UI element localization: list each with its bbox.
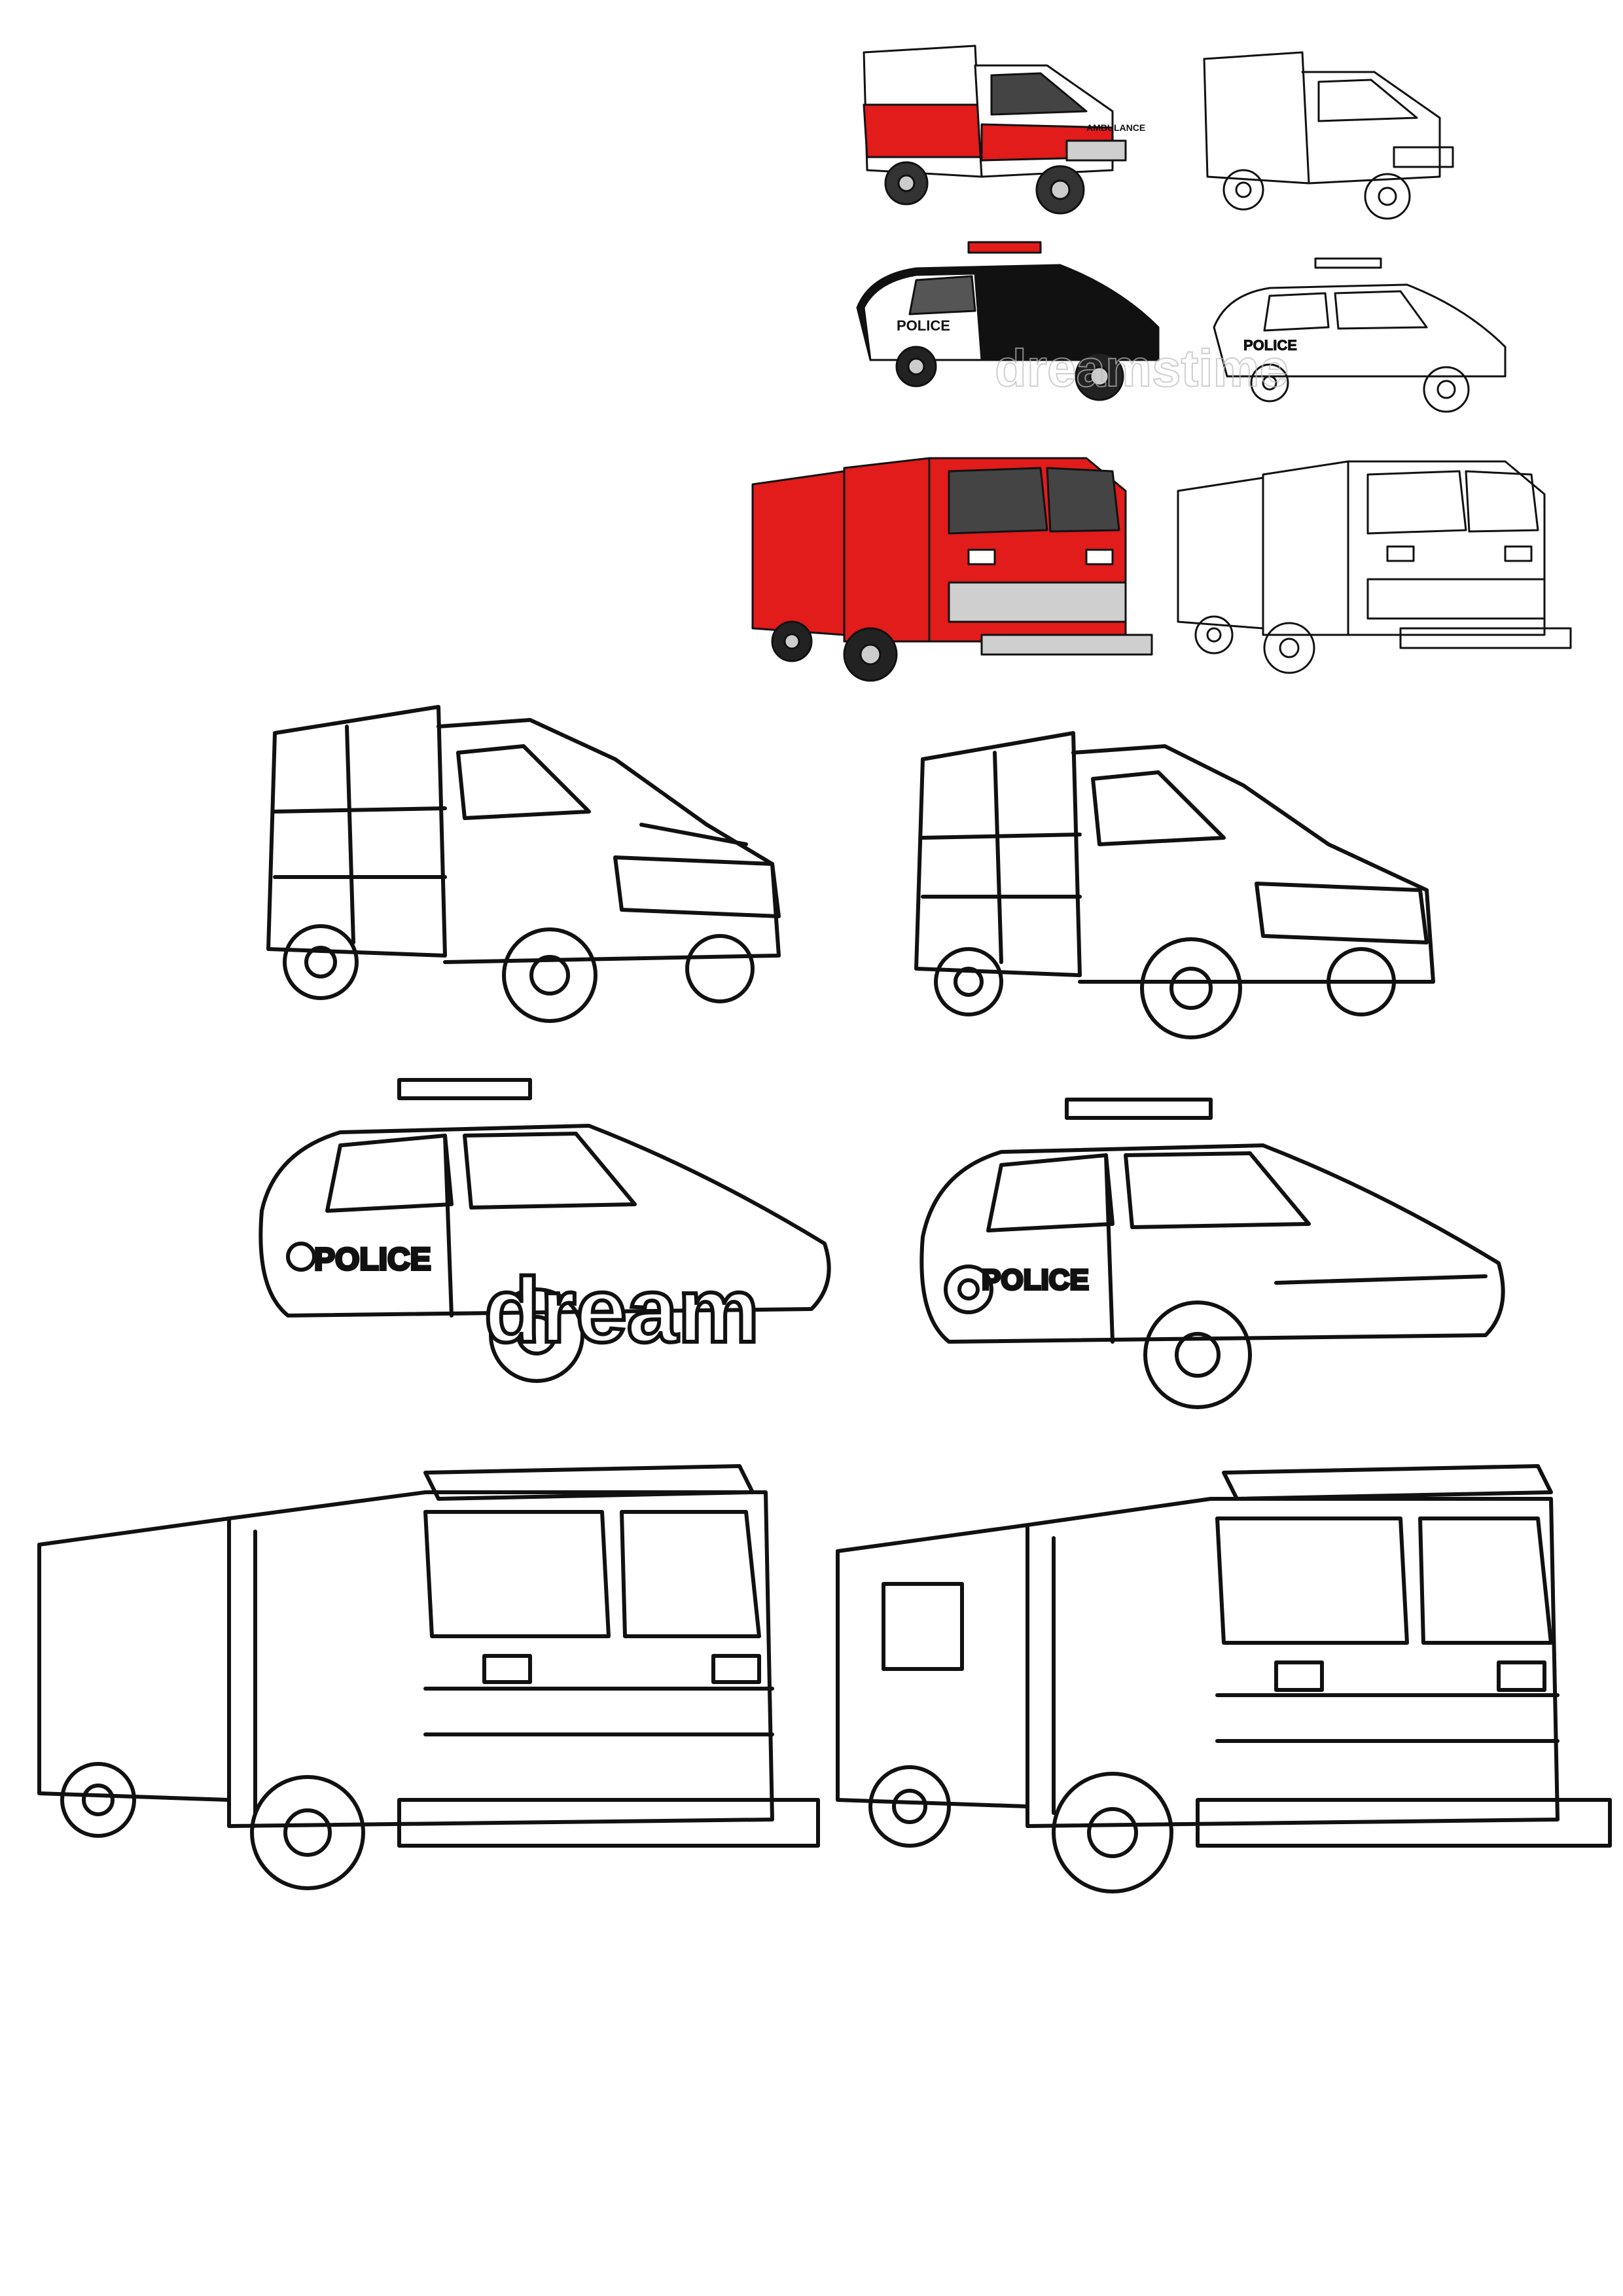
police-label: POLICE xyxy=(897,317,950,334)
firetruck-line-thumbnail xyxy=(1165,432,1584,694)
ambulance-label: AMBULANCE xyxy=(1086,122,1145,133)
firetruck-outline-right xyxy=(831,1427,1623,1898)
police-outline-right-label: POLICE xyxy=(982,1264,1089,1296)
firetruck-outline-left xyxy=(33,1427,825,1898)
firetruck-color-thumbnail xyxy=(733,432,1165,694)
police-outline-left: POLICE dream xyxy=(249,1073,851,1388)
police-outline-left-label: POLICE xyxy=(314,1242,431,1277)
watermark-large: dream xyxy=(484,1259,759,1361)
police-line-label: POLICE xyxy=(1243,337,1297,353)
police-line-thumbnail: POLICE dreamstime xyxy=(994,255,1531,419)
ambulance-color-thumbnail: AMBULANCE xyxy=(851,26,1165,223)
police-color-thumbnail: POLICE xyxy=(844,236,1185,406)
watermark-text: dreamstime xyxy=(995,339,1289,397)
ambulance-outline-right xyxy=(903,700,1466,1054)
police-outline-right: POLICE xyxy=(910,1093,1525,1420)
ambulance-outline-left xyxy=(249,681,825,1034)
ambulance-line-thumbnail xyxy=(1191,39,1505,229)
